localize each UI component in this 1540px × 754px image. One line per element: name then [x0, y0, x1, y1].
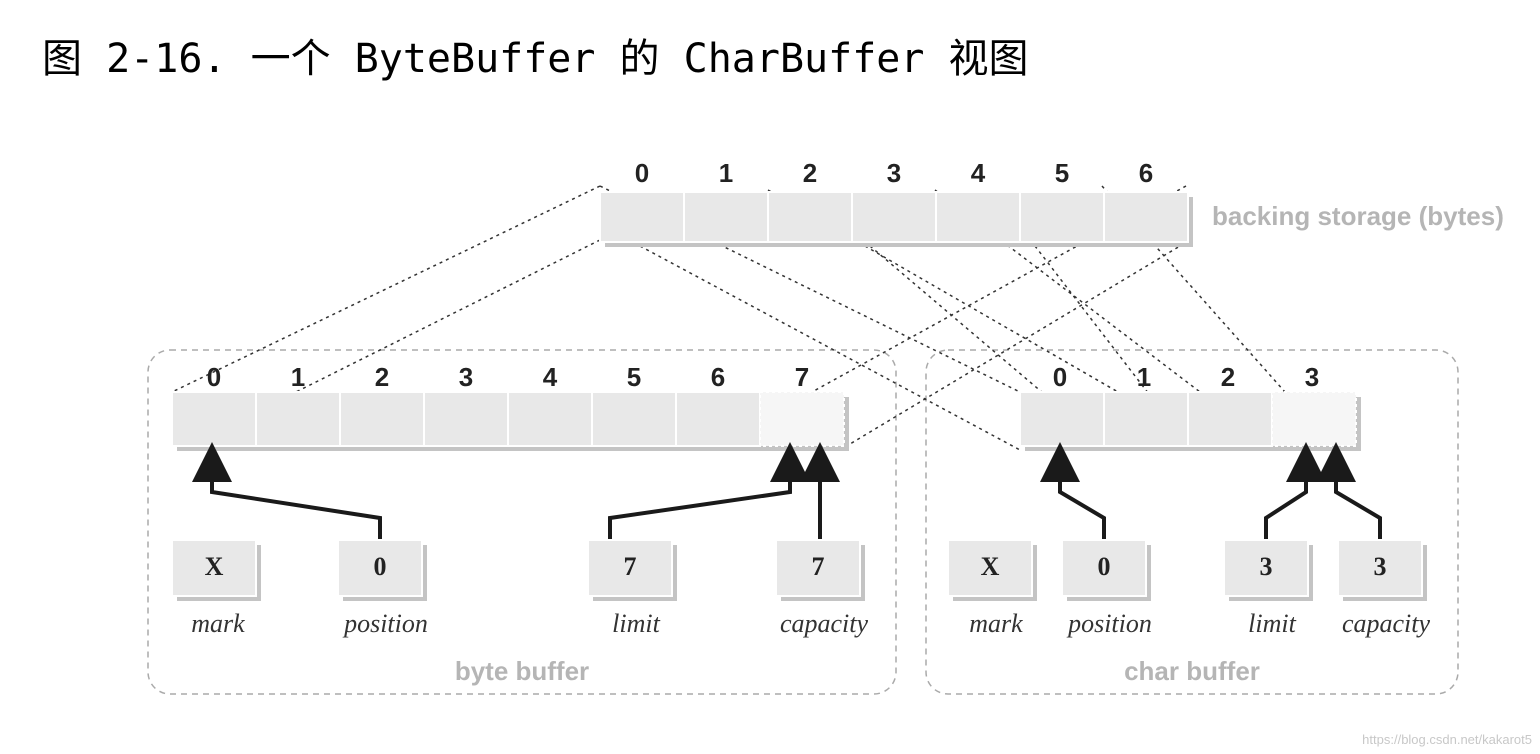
backing-cell-5	[1019, 191, 1109, 247]
byte-cell-2	[339, 391, 429, 451]
char-capacity-value: 3	[1374, 552, 1387, 581]
byte-cell-7	[759, 391, 849, 451]
backing-index-0: 0	[635, 158, 649, 188]
char-buffer-container	[925, 349, 1459, 695]
byte-limit-value: 7	[624, 552, 637, 581]
byte-capacity-box	[775, 539, 865, 601]
byte-buffer-label: byte buffer	[455, 656, 589, 686]
char-limit-value: 3	[1260, 552, 1273, 581]
backing-index-2: 2	[803, 158, 817, 188]
char-limit-box	[1223, 539, 1313, 601]
char-index-2: 2	[1221, 362, 1235, 392]
byte-index-5: 5	[627, 362, 641, 392]
backing-cell-0	[599, 191, 689, 247]
char-index-3: 3	[1305, 362, 1319, 392]
position-pointer-arrow	[192, 442, 382, 540]
char-position-pointer-arrow	[1040, 442, 1106, 540]
byte-mark-value: X	[205, 552, 224, 581]
byte-limit-box	[587, 539, 677, 601]
byte-cell-3	[423, 391, 513, 451]
byte-buffer-pointers	[192, 442, 840, 540]
limit-pointer-arrow	[608, 442, 810, 540]
char-buffer-pointers	[1040, 442, 1382, 540]
watermark: https://blog.csdn.net/kakarot5	[1362, 732, 1532, 747]
char-limit-pointer-arrow	[1264, 442, 1326, 540]
byte-position-value: 0	[374, 552, 387, 581]
char-buffer-cells	[1019, 391, 1361, 451]
byte-cell-0	[171, 391, 261, 451]
byte-capacity-value: 7	[812, 552, 825, 581]
byte-cell-4	[507, 391, 597, 451]
backing-index-6: 6	[1139, 158, 1153, 188]
char-cell-0	[1019, 391, 1109, 451]
byte-index-7: 7	[795, 362, 809, 392]
char-buffer-label: char buffer	[1124, 656, 1260, 686]
byte-position-box	[337, 539, 427, 601]
byte-limit-label: limit	[612, 609, 660, 638]
byte-index-1: 1	[291, 362, 305, 392]
byte-index-2: 2	[375, 362, 389, 392]
figure-title: 图 2-16. 一个 ByteBuffer 的 CharBuffer 视图	[42, 36, 1029, 82]
byte-cell-6	[675, 391, 765, 451]
byte-capacity-label: capacity	[780, 609, 869, 638]
backing-storage-label: backing storage (bytes)	[1212, 201, 1504, 231]
char-mark-value: X	[981, 552, 1000, 581]
char-position-box	[1061, 539, 1151, 601]
byte-index-4: 4	[543, 362, 558, 392]
backing-storage-cells	[599, 191, 1193, 247]
byte-cell-5	[591, 391, 681, 451]
backing-cell-3	[851, 191, 941, 247]
byte-index-6: 6	[711, 362, 725, 392]
char-mark-label: mark	[969, 609, 1023, 638]
backing-index-4: 4	[971, 158, 986, 188]
char-limit-label: limit	[1248, 609, 1296, 638]
byte-cell-1	[255, 391, 345, 451]
byte-index-3: 3	[459, 362, 473, 392]
char-mark-box	[947, 539, 1037, 601]
char-capacity-pointer-arrow	[1316, 442, 1382, 540]
backing-cell-2	[767, 191, 857, 247]
char-position-value: 0	[1098, 552, 1111, 581]
byte-buffer-container	[147, 349, 897, 695]
char-index-0: 0	[1053, 362, 1067, 392]
char-capacity-label: capacity	[1342, 609, 1431, 638]
backing-index-5: 5	[1055, 158, 1069, 188]
char-cell-2	[1187, 391, 1277, 451]
char-capacity-box	[1337, 539, 1427, 601]
byte-mark-label: mark	[191, 609, 245, 638]
char-position-label: position	[1066, 609, 1152, 638]
char-index-1: 1	[1137, 362, 1151, 392]
char-cell-1	[1103, 391, 1193, 451]
backing-cell-6	[1103, 191, 1193, 247]
byte-buffer-cells	[171, 391, 849, 451]
backing-cell-4	[935, 191, 1025, 247]
backing-index-1: 1	[719, 158, 733, 188]
backing-cell-1	[683, 191, 773, 247]
char-cell-3	[1271, 391, 1361, 451]
backing-index-3: 3	[887, 158, 901, 188]
byte-mark-box	[171, 539, 261, 601]
byte-index-0: 0	[207, 362, 221, 392]
byte-position-label: position	[342, 609, 428, 638]
